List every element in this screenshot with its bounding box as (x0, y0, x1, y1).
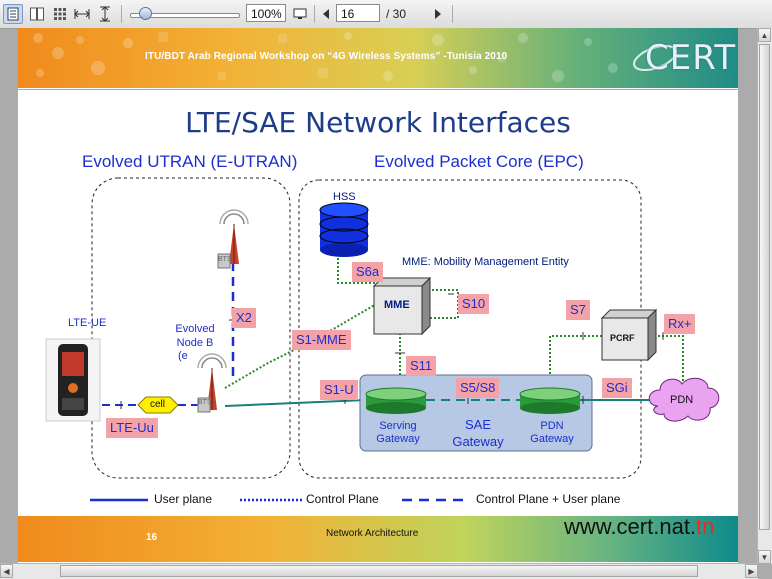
pdn-gateway-label: PDN Gateway (530, 420, 574, 445)
bts-tower-top-icon (217, 209, 249, 269)
single-page-view-icon[interactable] (3, 4, 23, 24)
s7-link (549, 335, 602, 390)
toolbar-divider (314, 5, 315, 23)
horizontal-scroll-thumb[interactable] (60, 565, 698, 577)
two-page-view-icon[interactable] (27, 4, 47, 24)
s7-badge: S7 (566, 300, 590, 320)
pcrf-label: PCRF (610, 333, 635, 343)
bts-label: BTS (218, 256, 232, 263)
s5-s8-badge: S5/S8 (456, 378, 500, 398)
pdn-cloud-icon (648, 377, 720, 422)
rx-link (638, 335, 684, 383)
vertical-scroll-thumb[interactable] (759, 44, 770, 530)
fit-width-icon[interactable] (72, 4, 92, 24)
x2-badge: X2 (232, 308, 256, 328)
lte-ue-label: LTE-UE (68, 317, 107, 329)
mme-description: MME: Mobility Management Entity (402, 256, 569, 268)
mme-label: MME (384, 299, 410, 311)
bts-tower-enodeb-icon (197, 353, 227, 413)
bts-label: BTS (198, 399, 212, 406)
serving-gateway-label: Serving Gateway (376, 420, 420, 445)
toolbar-divider (452, 5, 453, 23)
epc-heading: Evolved Packet Core (EPC) (374, 152, 584, 171)
header-banner: ITU/BDT Arab Regional Workshop on “4G Wi… (18, 28, 738, 88)
network-diagram (45, 177, 720, 502)
toolbar-divider (121, 5, 122, 23)
cell-label: cell (150, 399, 166, 410)
hss-label: HSS (333, 191, 356, 203)
logo-text: CERT (645, 38, 737, 78)
cert-logo: CERT (625, 34, 735, 82)
enodeb-label: Evolved Node B (175, 323, 215, 349)
s6a-link (337, 258, 391, 286)
footer-url-tld: tn (696, 514, 715, 539)
sae-gateway-label: SAE Gateway (452, 417, 504, 449)
scroll-right-icon[interactable]: ▶ (745, 564, 758, 578)
vertical-scrollbar[interactable]: ▲ ▼ (757, 28, 772, 564)
scroll-left-icon[interactable]: ◀ (0, 564, 13, 578)
s1-mme-badge: S1-MME (292, 330, 351, 350)
pdn-gateway-icon (519, 387, 581, 414)
legend-user-plane: User plane (154, 492, 213, 506)
hss-database-icon (319, 202, 369, 257)
zoom-slider[interactable] (130, 13, 240, 18)
zoom-slider-handle[interactable] (139, 7, 152, 20)
logo-swoosh-icon (633, 44, 677, 72)
eutran-heading: Evolved UTRAN (E-UTRAN) (82, 152, 298, 171)
lte-uu-badge: LTE-Uu (106, 418, 158, 438)
banner-underline (18, 89, 738, 90)
footer-section: Network Architecture (326, 528, 419, 539)
footer-url-main: www.cert.nat. (564, 514, 697, 539)
footer-banner: 16 Network Architecture www.cert.nat.tn (18, 514, 738, 562)
s1-mme-link (224, 302, 379, 389)
slide-page: ITU/BDT Arab Regional Workshop on “4G Wi… (18, 28, 738, 564)
lte-ue-phone-icon (45, 338, 101, 422)
sgi-badge: SGi (602, 378, 632, 398)
rx-badge: Rx+ (664, 314, 696, 334)
banner-title: ITU/BDT Arab Regional Workshop on “4G Wi… (145, 51, 508, 62)
page-total-label: / 30 (386, 7, 407, 21)
horizontal-scrollbar[interactable]: ◀ ▶ (0, 563, 758, 579)
viewer-toolbar: 100% 16 / 30 (0, 0, 772, 29)
pdn-label: PDN (670, 394, 694, 406)
legend-control-user-plane: Control Plane + User plane (476, 492, 621, 506)
serving-gateway-icon (365, 387, 427, 414)
zoom-field[interactable]: 100% (246, 4, 286, 22)
enodeb-partial-label: (e (178, 350, 188, 362)
fullscreen-icon[interactable] (290, 4, 310, 24)
banner-dots-pattern (33, 32, 618, 82)
scroll-down-icon[interactable]: ▼ (758, 550, 771, 564)
s6a-badge: S6a (352, 262, 384, 282)
cell-badge-shape (137, 396, 179, 414)
pcrf-node-icon (600, 308, 658, 362)
legend-control-plane: Control Plane (306, 492, 379, 506)
slide-title: LTE/SAE Network Interfaces (185, 106, 571, 139)
footer-page-number: 16 (146, 532, 158, 543)
mme-node-icon (372, 276, 432, 336)
scroll-up-icon[interactable]: ▲ (758, 28, 771, 42)
s11-badge: S11 (406, 356, 437, 376)
footer-url: www.cert.nat.tn (564, 514, 714, 540)
s1-u-badge: S1-U (320, 380, 358, 400)
s10-badge: S10 (458, 294, 490, 314)
s1-u-link (224, 399, 367, 407)
eutran-region (91, 177, 291, 479)
thumbnail-grid-icon[interactable] (50, 4, 70, 24)
fit-height-icon[interactable] (95, 4, 115, 24)
next-page-icon[interactable] (428, 4, 448, 24)
page-number-field[interactable]: 16 (336, 4, 380, 22)
previous-page-icon[interactable] (316, 4, 336, 24)
